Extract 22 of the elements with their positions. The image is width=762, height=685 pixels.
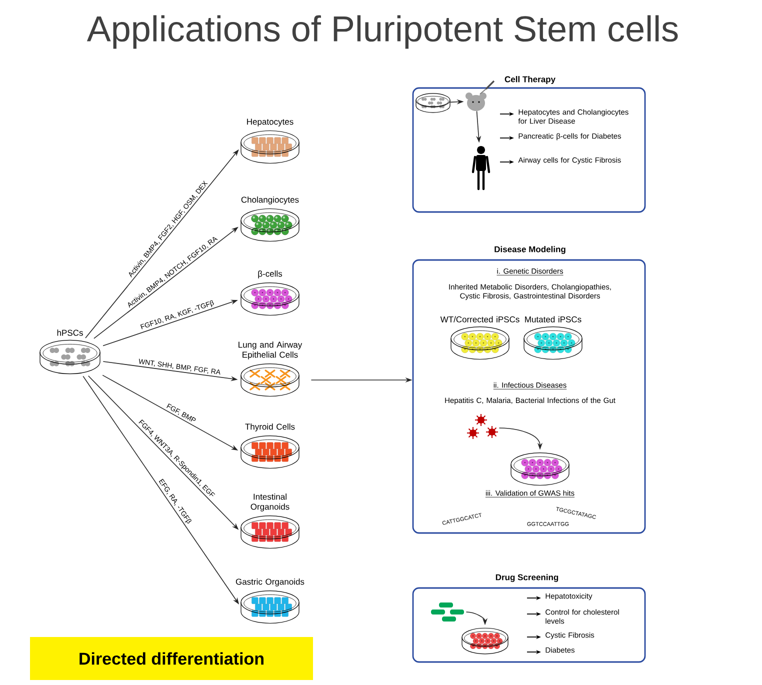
- dish-label: Hepatocytes: [247, 118, 294, 126]
- dish-label: Intestinal Organoids: [250, 493, 290, 512]
- dish-label: Lung and Airway Epithelial Cells: [238, 341, 302, 360]
- dish-label: Cholangiocytes: [241, 196, 299, 204]
- panel-heading: Disease Modeling: [494, 246, 566, 254]
- dish-label: β-cells: [258, 270, 282, 278]
- dish-label: WT/Corrected iPSCs: [440, 316, 520, 322]
- virus-drawing: [466, 414, 498, 440]
- title: Applications of Pluripotent Stem cells: [86, 15, 678, 49]
- dish-label: Thyroid Cells: [245, 423, 295, 432]
- panel-heading: Drug Screening: [496, 574, 558, 582]
- dish-label: Gastric Organoids: [236, 578, 304, 586]
- person-silhouette: [472, 146, 490, 190]
- dish-drawing: [462, 628, 508, 654]
- mouse-drawing: [466, 80, 495, 111]
- dish-label: hPSCs: [57, 330, 83, 336]
- dish-label: Mutated iPSCs: [525, 316, 582, 322]
- panel-heading: Cell Therapy: [504, 76, 556, 84]
- pills-drawing: [431, 602, 464, 622]
- highlight-band: Directed differentiation: [30, 637, 313, 680]
- dish-drawing: [416, 93, 450, 113]
- dish-drawing: [510, 452, 570, 486]
